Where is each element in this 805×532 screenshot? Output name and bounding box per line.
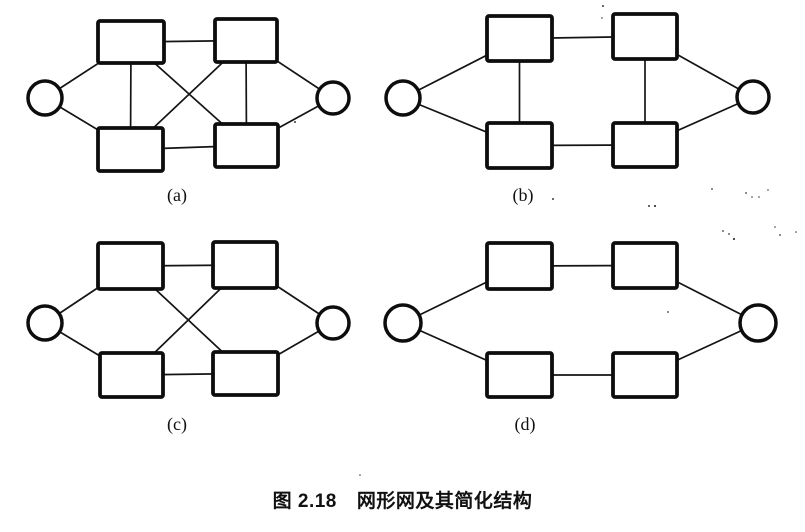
diagram-c-node-box-br — [211, 350, 280, 397]
scan-speck — [722, 230, 724, 232]
diagram-d-node-box-tl — [485, 241, 554, 291]
diagram-d-node-box-br — [611, 351, 679, 399]
diagram-a-node-box-tl — [96, 19, 166, 65]
diagram-b-node-circle-right — [735, 79, 771, 115]
diagram-c-node-box-bl — [98, 351, 165, 399]
diagram-b: (b) — [384, 12, 771, 206]
diagram-d-label: (d) — [515, 414, 536, 435]
diagram-d-node-box-tr — [611, 241, 679, 290]
scan-speck — [552, 198, 554, 200]
scan-speck — [653, 204, 657, 208]
scan-speck — [601, 17, 603, 19]
diagram-a-label: (a) — [167, 185, 187, 206]
scan-speck — [648, 205, 650, 207]
scan-speck — [767, 189, 769, 191]
diagram-b-node-box-tr — [611, 12, 679, 61]
figure-caption: 图 2.18 网形网及其简化结构 — [0, 486, 805, 513]
scan-speck — [602, 5, 604, 7]
diagram-b-node-box-br — [611, 121, 679, 169]
scan-speck — [667, 311, 669, 313]
diagram-a-node-box-bl — [96, 126, 165, 173]
scan-speck — [751, 196, 753, 198]
scan-speck — [359, 474, 361, 476]
scan-speck — [779, 234, 781, 236]
diagram-c-node-circle-left — [26, 304, 64, 342]
diagram-a-node-box-br — [213, 122, 280, 169]
diagram-c-node-circle-right — [315, 305, 351, 341]
diagram-a-node-box-tr — [213, 17, 279, 64]
diagram-b-label: (b) — [513, 185, 534, 206]
scan-speck — [728, 233, 730, 235]
diagram-a-node-circle-right — [315, 80, 351, 116]
diagram-d-node-circle-left — [383, 303, 423, 343]
diagram-c: (c) — [26, 240, 351, 435]
diagram-c-node-box-tr — [211, 240, 279, 290]
diagram-b-node-box-bl — [485, 121, 554, 170]
scan-speck — [774, 226, 776, 228]
diagram-b-node-box-tl — [485, 14, 554, 63]
scan-speck — [758, 196, 760, 198]
diagram-c-label: (c) — [167, 414, 187, 435]
diagram-c-node-box-tl — [96, 241, 165, 291]
diagram-d-node-box-bl — [485, 351, 554, 399]
scan-speck — [732, 237, 736, 241]
diagram-a-node-circle-left — [26, 79, 64, 117]
figure-title: 网形网及其简化结构 — [356, 491, 533, 512]
scan-speck — [795, 231, 797, 233]
figure-number: 图 2.18 — [272, 491, 337, 512]
scan-speck — [711, 188, 713, 190]
diagram-b-node-circle-left — [384, 79, 422, 117]
diagram-d: (d) — [383, 241, 778, 435]
scan-speck — [745, 192, 747, 194]
diagram-d-node-circle-right — [738, 303, 778, 343]
diagram-a: (a) — [26, 17, 351, 206]
scan-speck — [294, 121, 296, 123]
